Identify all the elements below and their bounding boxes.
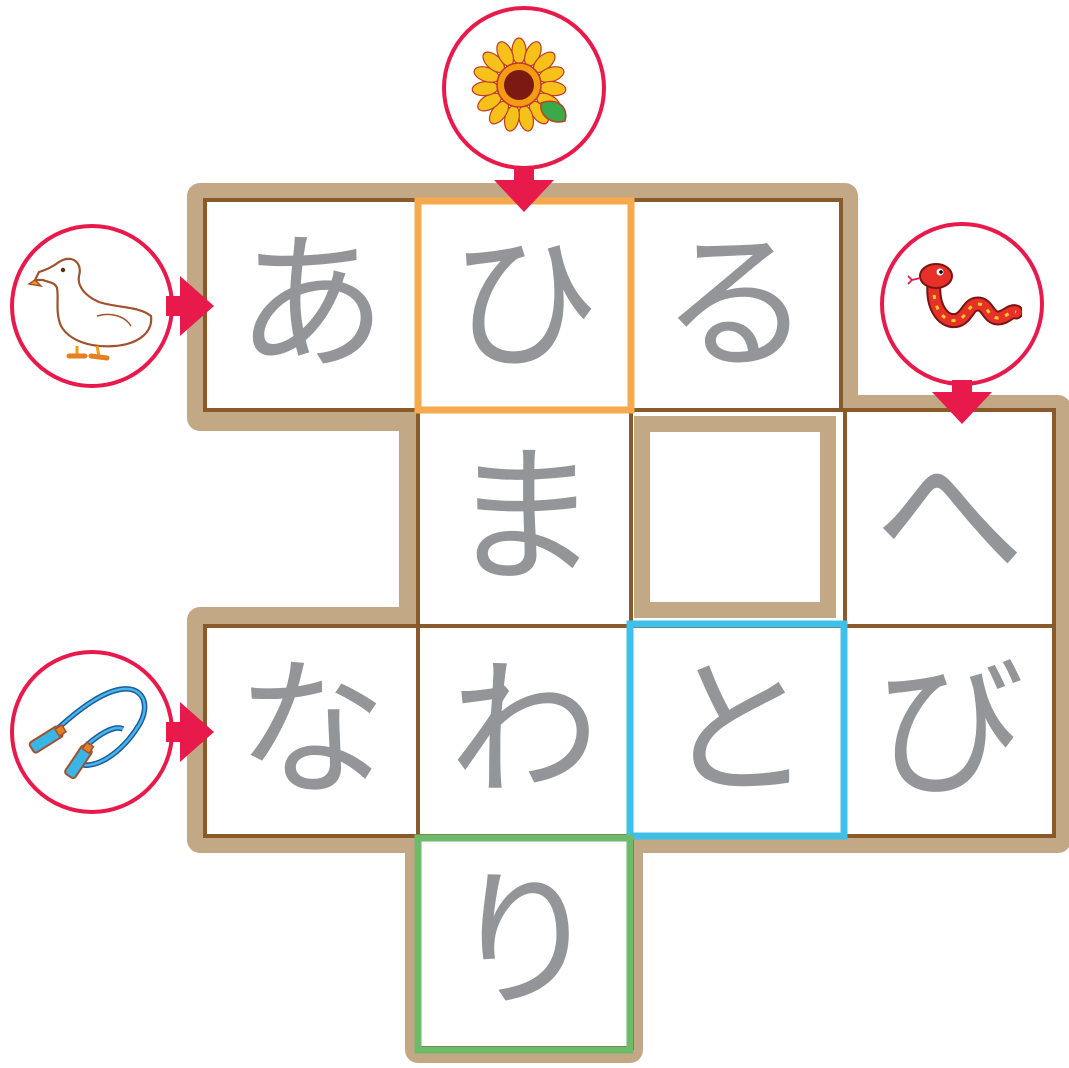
- sunflower-icon: [471, 37, 567, 132]
- cell-r2c4[interactable]: へ: [874, 431, 1025, 605]
- jump-rope-icon: [28, 686, 148, 780]
- cell-r2c2[interactable]: ま: [449, 431, 600, 605]
- arrow-down-snake: [932, 380, 992, 424]
- clue-duck: [10, 224, 174, 388]
- cell-r1c2[interactable]: ひ: [449, 218, 600, 392]
- cell-r3c2[interactable]: わ: [449, 644, 600, 818]
- snake-icon: [907, 263, 1022, 329]
- duck-icon: [27, 257, 153, 361]
- clue-sunflower: [442, 6, 606, 170]
- clue-snake: [880, 222, 1044, 386]
- arrow-down-sunflower: [494, 168, 554, 212]
- blank-cell-frame: [634, 416, 836, 618]
- highlight-blue: [626, 620, 848, 840]
- cell-r3c3[interactable]: と: [662, 644, 813, 818]
- cell-r4c2[interactable]: り: [449, 855, 600, 1029]
- arrow-right-duck: [166, 276, 214, 336]
- arrow-right-jump-rope: [166, 702, 214, 762]
- clue-jump-rope: [10, 650, 174, 814]
- cell-r1c1[interactable]: あ: [236, 218, 387, 392]
- highlight-green: [414, 834, 634, 1054]
- cell-r3c1[interactable]: な: [236, 644, 387, 818]
- cell-r1c3[interactable]: る: [660, 218, 811, 392]
- cell-r3c4[interactable]: び: [874, 644, 1025, 818]
- cell-r2c3-blank[interactable]: [642, 424, 828, 610]
